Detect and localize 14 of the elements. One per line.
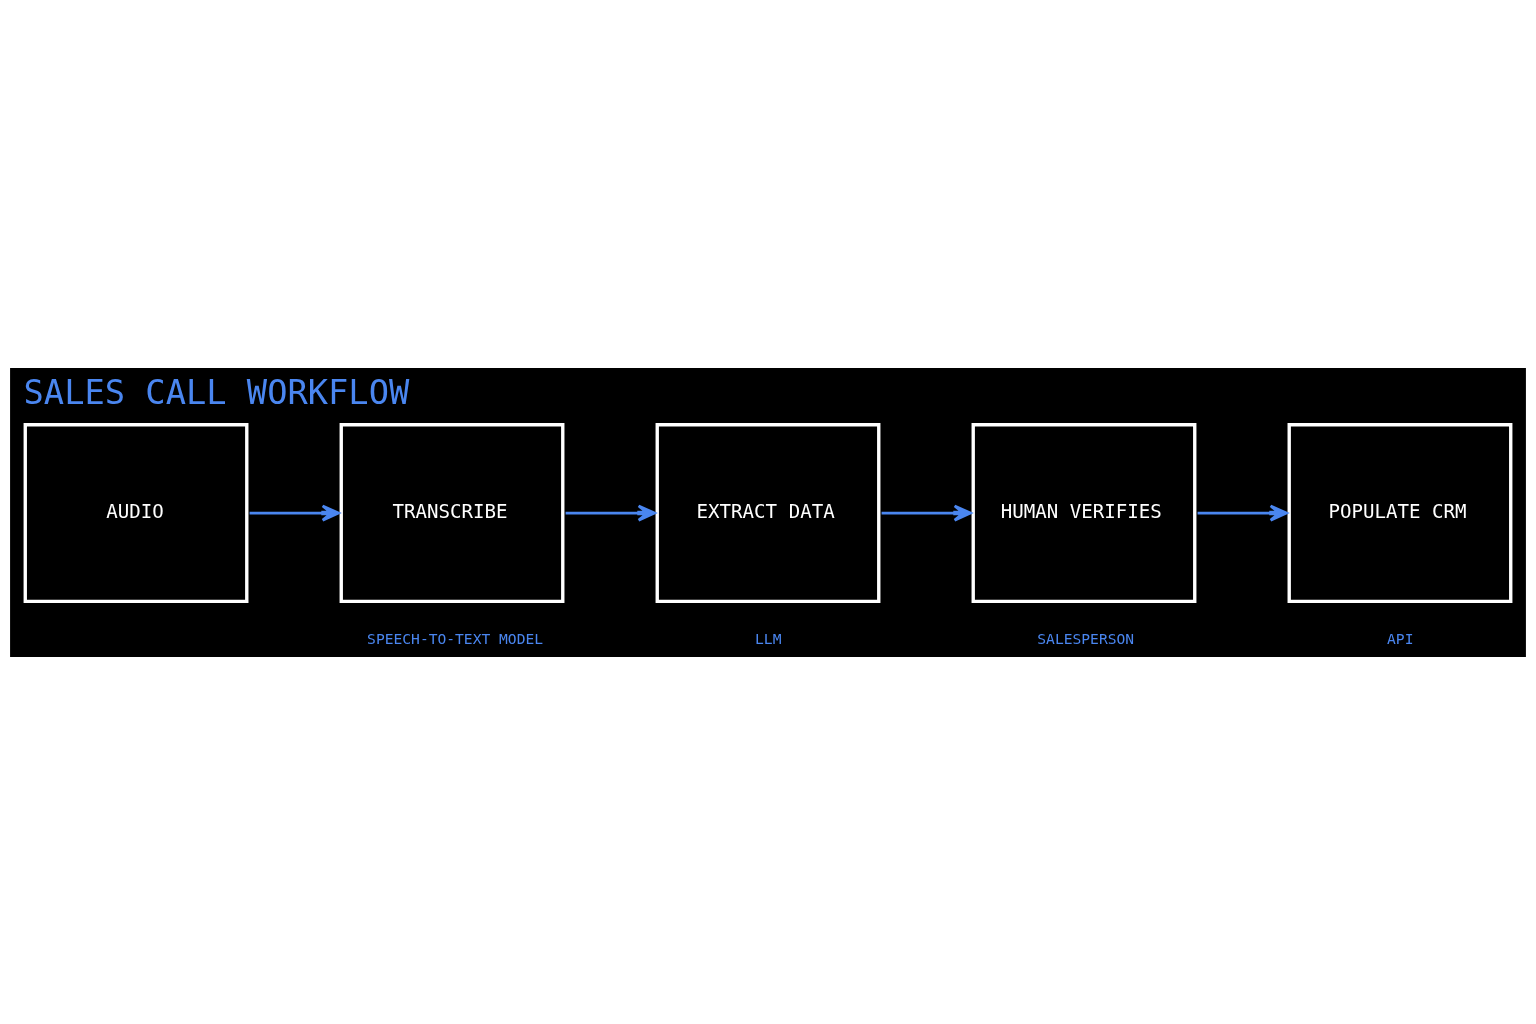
node-label: API <box>1387 629 1414 647</box>
arrow <box>881 504 972 522</box>
diagram-title: SALES CALL WORKFLOW <box>23 372 410 412</box>
node-label: SALESPERSON <box>1037 629 1135 647</box>
node-label: SPEECH-TO-TEXT MODEL <box>367 629 544 647</box>
node-box: AUDIO <box>23 422 249 603</box>
arrow <box>565 504 656 522</box>
node-label: LLM <box>755 629 782 647</box>
node-box: POPULATE CRM <box>1287 422 1513 603</box>
node-box: EXTRACT DATA <box>655 422 881 603</box>
arrow <box>1197 504 1288 522</box>
arrow <box>249 504 340 522</box>
node-box: HUMAN VERIFIES <box>971 422 1197 603</box>
node-box: TRANSCRIBE <box>339 422 565 603</box>
